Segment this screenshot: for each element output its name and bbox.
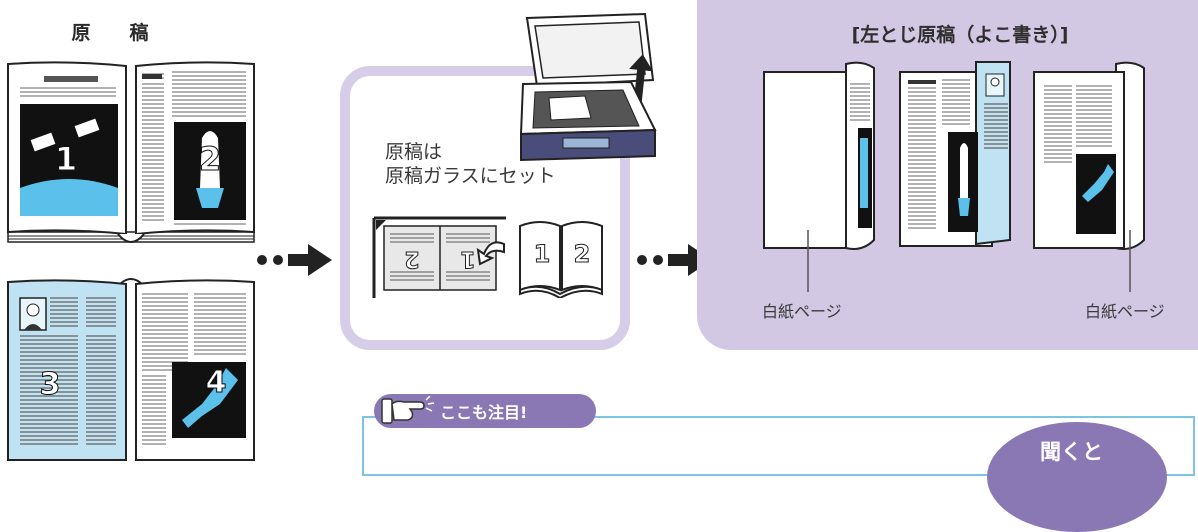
scan-page-number-1: 1 [460, 246, 475, 271]
scanner-icon [519, 12, 657, 162]
arrow-right-icon [637, 244, 712, 276]
page-number-4: 4 [206, 365, 227, 400]
page-number-3: 3 [40, 367, 61, 402]
step-instruction: 原稿は 原稿ガラスにセット [385, 140, 556, 188]
blank-page-label-right: 白紙ページ [1085, 302, 1165, 321]
blank-page-leader-lines [807, 230, 1131, 292]
step-panel [340, 66, 630, 350]
result-page-content [899, 61, 1011, 247]
notice-label: ここも注目! [440, 403, 528, 422]
originals-title: 原 稿 [71, 22, 159, 44]
original-book-pages-3-4: 3 4 [7, 278, 255, 461]
instruction-line-1: 原稿は [385, 141, 443, 163]
pointing-hand-icon [381, 396, 435, 424]
glass-placement-diagram: 2 1 [372, 216, 506, 298]
blank-page-label-left: 白紙ページ [762, 302, 842, 321]
result-title: [左とじ原稿（よこ書き）] [851, 24, 1069, 46]
original-book-pages-1-2: 1 2 [7, 61, 255, 243]
book-page-number-1: 1 [534, 240, 551, 268]
page-number-1: 1 [55, 140, 77, 178]
page-number-2: 2 [199, 140, 221, 178]
speech-bubble-text: 聞くと [1040, 440, 1103, 464]
book-page-number-2: 2 [574, 240, 591, 268]
scan-page-number-2: 2 [404, 246, 419, 271]
open-book-icon: 1 2 [519, 221, 603, 298]
result-page-blank-front [763, 61, 875, 250]
result-page-blank-back [1033, 61, 1145, 250]
instruction-line-2: 原稿ガラスにセット [385, 165, 556, 187]
arrow-right-icon [257, 244, 332, 276]
